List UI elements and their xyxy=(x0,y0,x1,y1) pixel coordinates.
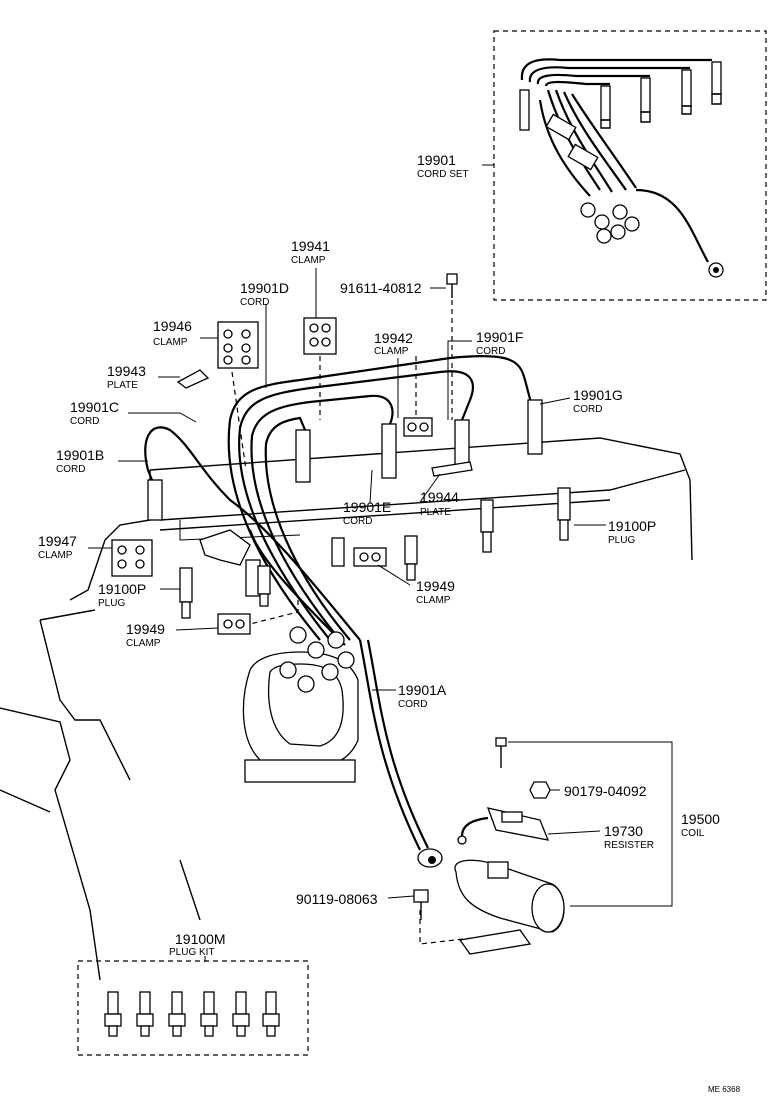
label-19100P-right-number: 19100P xyxy=(608,518,656,534)
label-19901D-number: 19901D xyxy=(240,280,289,296)
cord-set-inset xyxy=(493,30,767,301)
label-19949-left-number: 19949 xyxy=(126,621,165,637)
footer-code: ME 6368 xyxy=(708,1085,741,1094)
label-19901G-name: CORD xyxy=(573,404,602,415)
coil-group-bracket xyxy=(508,741,673,907)
label-19949-right-name: CLAMP xyxy=(416,595,451,606)
plug-boot-2 xyxy=(381,423,397,479)
label-19901-number: 19901 xyxy=(417,152,456,168)
label-19500-number: 19500 xyxy=(681,811,720,827)
label-19947-name: CLAMP xyxy=(38,550,73,561)
clamp-19941 xyxy=(303,317,337,355)
label-19100M-number: 19100M xyxy=(175,931,226,947)
label-19730-number: 19730 xyxy=(604,823,643,839)
label-19901F-number: 19901F xyxy=(476,329,523,345)
label-19941-name: CLAMP xyxy=(291,255,326,266)
clamp-19949-left xyxy=(217,613,251,635)
label-19944-number: 19944 xyxy=(420,489,459,505)
label-19901A-number: 19901A xyxy=(398,682,447,698)
label-19500-name: COIL xyxy=(681,828,705,839)
label-90119-number: 90119-08063 xyxy=(296,891,378,907)
label-19100M-name: PLUG KIT xyxy=(169,947,215,958)
label-19944-name: PLATE xyxy=(420,507,451,518)
label-19946-number: 19946 xyxy=(153,318,192,334)
plug-boot-1 xyxy=(295,429,311,483)
locator-lines xyxy=(231,300,473,945)
label-19100P-left-number: 19100P xyxy=(98,581,146,597)
label-19949-left-name: CLAMP xyxy=(126,638,161,649)
leader-lines xyxy=(88,164,606,962)
label-19901C-name: CORD xyxy=(70,416,99,427)
plug-boot-4 xyxy=(527,399,543,455)
nut-90179 xyxy=(529,781,551,799)
label-19943-name: PLATE xyxy=(107,380,138,391)
coil-assembly xyxy=(413,737,565,955)
label-19947-number: 19947 xyxy=(38,533,77,549)
label-19901B-name: CORD xyxy=(56,464,85,475)
label-19942-number: 19942 xyxy=(374,330,413,346)
label-19901B-number: 19901B xyxy=(56,447,104,463)
label-19901F-name: CORD xyxy=(476,346,505,357)
label-19730-name: RESISTER xyxy=(604,840,654,851)
clamp-19946 xyxy=(217,321,259,369)
cord-set-boots xyxy=(519,61,722,131)
label-19901-name: CORD SET xyxy=(417,169,469,180)
distributor xyxy=(242,626,359,783)
label-19901E-number: 19901E xyxy=(343,499,391,515)
plate-19943 xyxy=(176,369,210,389)
clamp-19949-right xyxy=(353,547,387,567)
plug-kit-box xyxy=(77,960,309,1056)
label-19901C-number: 19901C xyxy=(70,399,119,415)
plug-kit-plugs xyxy=(104,991,280,1037)
label-19949-right-number: 19949 xyxy=(416,578,455,594)
screw-coil xyxy=(495,737,507,747)
plug-boot-5 xyxy=(147,479,163,521)
part-labels: 19901 CORD SET 19941 CLAMP 91611-40812 1… xyxy=(38,152,741,1094)
label-19941-number: 19941 xyxy=(291,238,330,254)
label-91611-number: 91611-40812 xyxy=(340,280,422,296)
label-19901G-number: 19901G xyxy=(573,387,623,403)
plate-19944 xyxy=(431,461,473,477)
clamp-19942 xyxy=(403,417,433,437)
label-19942-name: CLAMP xyxy=(374,346,409,357)
engine-spark-plugs xyxy=(179,487,571,619)
label-19901A-name: CORD xyxy=(398,699,427,710)
label-19943-number: 19943 xyxy=(107,363,146,379)
main-harness xyxy=(144,354,543,868)
label-19100P-left-name: PLUG xyxy=(98,598,125,609)
label-19901D-name: CORD xyxy=(240,297,269,308)
bolt-91611 xyxy=(446,273,458,298)
label-19946-name: CLAMP xyxy=(153,337,188,348)
clamp-19947 xyxy=(111,539,153,577)
label-19901E-name: CORD xyxy=(343,516,372,527)
label-19100P-right-name: PLUG xyxy=(608,535,635,546)
engine-bracket xyxy=(199,529,251,566)
label-90179-number: 90179-04092 xyxy=(564,783,647,799)
